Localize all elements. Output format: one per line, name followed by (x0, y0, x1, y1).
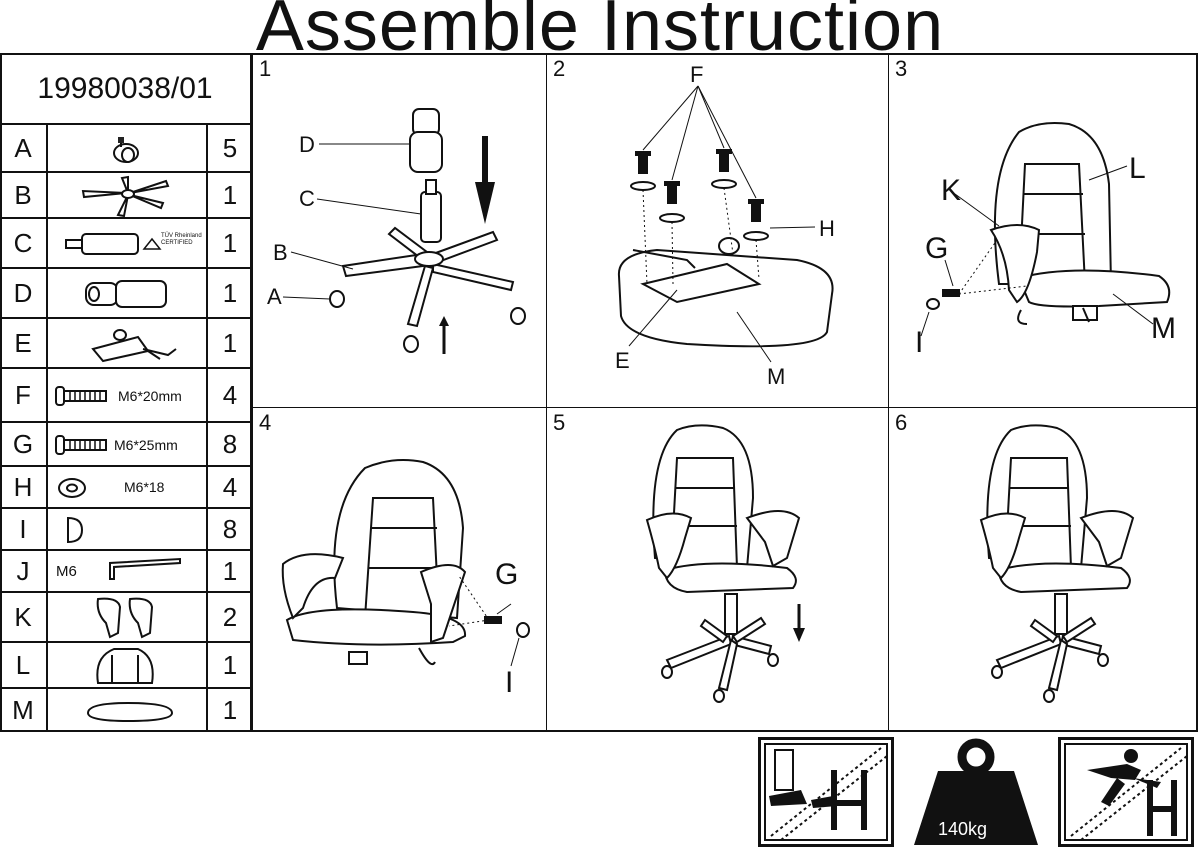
step-number: 1 (259, 56, 272, 81)
part-qty: 1 (222, 695, 238, 725)
part-row-e: E 1 (0, 319, 252, 369)
caster-wheel-icon (48, 125, 208, 171)
callout-label: C (299, 186, 315, 211)
part-letter: L (0, 643, 48, 687)
part-letter: C (0, 219, 48, 267)
callout-label: L (1129, 152, 1146, 185)
callout-label: I (505, 666, 514, 699)
part-row-a: A 5 (0, 125, 252, 173)
part-qty: 1 (222, 179, 238, 210)
callout-label: I (915, 326, 924, 359)
part-qty: 5 (222, 132, 238, 163)
part-row-b: B 1 (0, 173, 252, 219)
callout-label: K (941, 174, 962, 207)
seat-icon (48, 689, 208, 732)
part-letter: B (0, 173, 48, 217)
part-letter: J (0, 551, 48, 591)
max-weight-label: 140kg (938, 819, 988, 839)
part-qty: 4 (222, 379, 238, 410)
callout-label: A (267, 284, 282, 309)
step-number: 3 (895, 56, 908, 81)
step-number: 6 (895, 410, 908, 435)
page-title: Assemble Instruction (255, 0, 945, 66)
part-row-d: D 1 (0, 269, 252, 319)
part-letter: M (0, 689, 48, 732)
step-panel-2: 2 (546, 53, 889, 408)
part-qty: 2 (222, 601, 238, 632)
allen-key-icon: M6 (48, 551, 208, 591)
part-row-g: G M6*25mm 8 (0, 423, 252, 467)
part-letter: D (0, 269, 48, 317)
step-2-illustration (617, 85, 834, 363)
part-letter: F (0, 369, 48, 421)
callout-label: B (273, 240, 288, 265)
model-number: 19980038/01 (0, 53, 252, 125)
callout-label: E (615, 348, 630, 373)
part-qty: 1 (222, 649, 238, 680)
bolt-icon: M6*25mm (48, 423, 208, 465)
part-row-k: K 2 (0, 593, 252, 643)
part-letter: K (0, 593, 48, 641)
callout-label: D (299, 132, 315, 157)
part-row-i: I 8 (0, 509, 252, 551)
lift-cover-icon (48, 269, 208, 317)
part-row-m: M 1 (0, 689, 252, 732)
part-spec: M6*25mm (114, 437, 178, 453)
part-letter: G (0, 423, 48, 465)
part-spec: M6*20mm (118, 388, 182, 404)
cap-icon (48, 509, 208, 549)
part-qty: 1 (222, 227, 238, 258)
step-3-illustration (920, 122, 1171, 337)
step-panel-6: 6 (888, 407, 1198, 732)
step-6-illustration (979, 424, 1135, 703)
callout-label: M (767, 364, 786, 389)
part-letter: I (0, 509, 48, 549)
part-letter: A (0, 125, 48, 171)
bolt-icon: M6*20mm (48, 369, 208, 421)
step-number: 4 (259, 410, 272, 435)
armrests-icon (48, 593, 208, 641)
step-panel-1: 1 D C B A (252, 53, 547, 408)
weight-capacity-icon: 140kg (908, 737, 1044, 847)
backrest-icon (48, 643, 208, 687)
callout-label: M (1151, 312, 1176, 345)
step-5-illustration (645, 424, 805, 703)
callout-label: G (925, 232, 949, 265)
step-panel-4: 4 G I (252, 407, 547, 732)
part-row-f: F M6*20mm 4 (0, 369, 252, 423)
callout-label: H (819, 216, 835, 241)
part-qty: 1 (222, 277, 238, 308)
step-number: 5 (553, 410, 566, 435)
part-qty: 1 (222, 555, 238, 586)
step-panel-5: 5 (546, 407, 889, 732)
no-leaning-warning-icon (1058, 737, 1194, 847)
step-panel-3: 3 K L G I M (888, 53, 1198, 408)
part-qty: 4 (222, 471, 238, 502)
washer-icon: M6*18 (48, 467, 208, 507)
no-standing-warning-icon (758, 737, 894, 847)
part-letter: E (0, 319, 48, 367)
callout-label: F (690, 62, 704, 87)
step-1-illustration (282, 108, 526, 354)
part-spec: M6 (56, 563, 77, 580)
part-row-l: L 1 (0, 643, 252, 689)
part-qty: 8 (222, 513, 238, 544)
star-base-icon (48, 173, 208, 218)
tilt-mechanism-icon (48, 319, 208, 367)
part-qty: 1 (222, 327, 238, 358)
part-qty: 8 (222, 428, 238, 459)
step-number: 2 (553, 56, 566, 81)
part-letter: H (0, 467, 48, 507)
callout-label: G (495, 558, 519, 591)
part-row-j: J M6 1 (0, 551, 252, 593)
part-spec: M6*18 (124, 479, 165, 495)
step-4-illustration (281, 459, 530, 667)
part-row-h: H M6*18 4 (0, 467, 252, 509)
